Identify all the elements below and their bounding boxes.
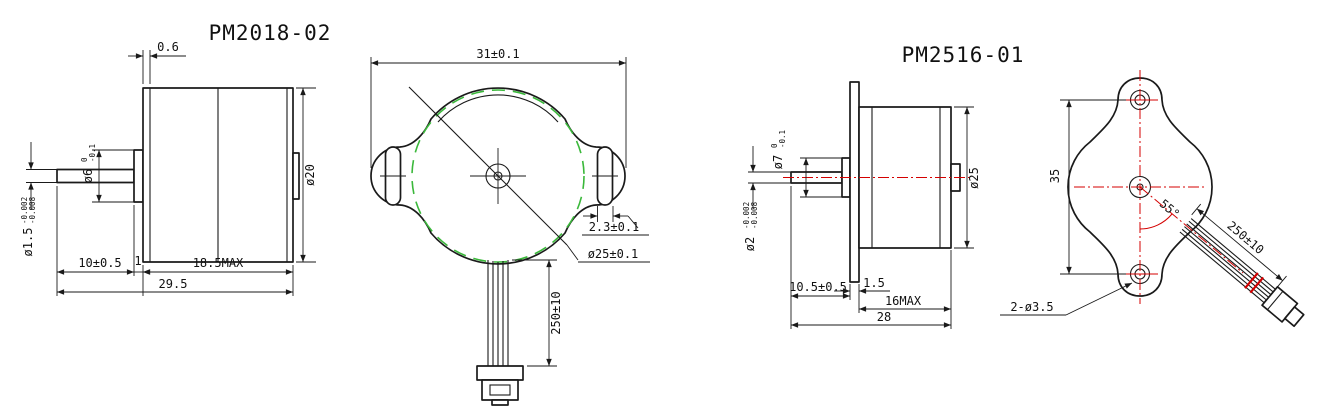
- tolerance-lower: -0.008: [28, 196, 37, 224]
- dim-label-shaft-len: 10±0.5: [78, 256, 121, 270]
- rear-hub: [292, 152, 300, 200]
- tolerance-lower: -0.1: [778, 130, 787, 148]
- tolerance-upper: 0: [80, 157, 89, 162]
- extension-line: [1277, 275, 1287, 288]
- dim-front-plate: 0.6: [128, 40, 186, 84]
- connector-detail: [1267, 290, 1284, 311]
- can-seam-arc: [437, 94, 559, 123]
- mounting-flange: [849, 81, 860, 283]
- tolerance-upper: -0.002: [20, 197, 29, 224]
- dim-label-total-len: 29.5: [159, 277, 188, 291]
- shaft-boss: [133, 149, 144, 203]
- dim-length-chain: 10±0.5 1 18.5MAX 29.5: [56, 186, 294, 296]
- connector-housing: [481, 379, 519, 401]
- dim-label-boss-len: 1: [134, 254, 141, 268]
- dim-label-shaft-dia-group: ø7 0 -0.1: [770, 130, 787, 169]
- dim-length-chain: 10.5±0.5 1.5 16MAX 28: [789, 186, 952, 329]
- dim-label-body-dia: ø20: [303, 164, 317, 186]
- dim-label-shaft-dia: ø7: [771, 155, 785, 169]
- dim-shaft-diameter: ø7 0 -0.1: [770, 130, 842, 198]
- dim-label-flange: 1.5: [863, 276, 885, 290]
- lead-wires: [476, 260, 524, 406]
- extension-line: [1191, 203, 1202, 216]
- dim-label-holes: 2-ø3.5: [1010, 300, 1053, 314]
- connector-stub: [491, 399, 509, 406]
- dim-hole-spacing: 35: [1048, 99, 1126, 275]
- drawing-title-pm2018: PM2018-02: [209, 21, 332, 45]
- tolerance-lower: -0.1: [88, 144, 97, 162]
- leader-line: [627, 215, 639, 229]
- dim-label-shaft-dia-group: ø6 0 -0.1: [80, 144, 97, 183]
- dim-label-slot: 2.3±0.1: [589, 220, 640, 234]
- dim-label-shaft-dia: ø6: [81, 169, 95, 183]
- wire-axis-red: [1139, 186, 1244, 274]
- dim-body-circle: ø25±0.1: [566, 244, 650, 263]
- dim-label-width: 31±0.1: [476, 47, 519, 61]
- dim-label-wire-len: 250±10: [549, 291, 563, 334]
- dim-label-body-circle: ø25±0.1: [588, 247, 639, 261]
- dim-body-diameter: ø25: [954, 106, 981, 249]
- pm2516-side-view: ø7 0 -0.1 ø2 -0.002 -0.008 ø25: [742, 81, 981, 329]
- dimension-line: [1196, 208, 1283, 282]
- angle-arc-red: [1139, 213, 1173, 230]
- dim-label-total-len: 28: [877, 310, 891, 324]
- diameter-leader-line: [408, 86, 568, 246]
- dim-wire-length: 250±10: [512, 259, 563, 367]
- dim-label-body-len: 18.5MAX: [193, 256, 244, 270]
- dim-label-tip-dia-group: ø2 -0.002 -0.008: [742, 201, 759, 251]
- dim-flange-width: 31±0.1: [370, 47, 627, 168]
- dim-mounting-holes: 2-ø3.5: [1000, 282, 1133, 316]
- dim-label-body-len: 16MAX: [885, 294, 922, 308]
- tolerance-upper: 0: [770, 143, 779, 148]
- pm2018-side-view: 0.6 ø20 ø6 0 -0.1 ø1.5 -0.002: [20, 40, 317, 296]
- drawing-title-pm2516: PM2516-01: [902, 43, 1025, 67]
- dim-shaft-diameter: ø6 0 -0.1: [80, 144, 134, 203]
- dim-label-tip-dia: ø1.5: [21, 228, 35, 257]
- leader-line: [1065, 282, 1133, 316]
- dim-label-body-dia: ø25: [967, 167, 981, 189]
- leader-line: [566, 244, 579, 261]
- connector-top: [476, 365, 524, 381]
- dim-label-shaft-len: 10.5±0.5: [789, 280, 847, 294]
- dim-label-tip-dia-group: ø1.5 -0.002 -0.008: [20, 196, 37, 256]
- connector-tip: [1284, 306, 1305, 328]
- dim-tip-diameter: ø1.5 -0.002 -0.008: [20, 142, 57, 256]
- pm2516-front-view: 55° 35 2-ø3.5: [1000, 70, 1305, 328]
- pm2018-front-view: 31±0.1 2.3±0.1 ø25±0.1: [370, 47, 650, 406]
- dim-label-tip-dia: ø2: [743, 237, 757, 251]
- shaft: [56, 168, 135, 184]
- tolerance-lower: -0.008: [750, 201, 759, 229]
- dim-label-plate: 0.6: [157, 40, 179, 54]
- connector-detail: [489, 384, 511, 396]
- dim-body-diameter: ø20: [296, 87, 317, 263]
- dim-label-hole-spacing: 35: [1048, 169, 1062, 183]
- dim-slot-width: 2.3±0.1: [582, 206, 649, 236]
- dim-tip-diameter: ø2 -0.002 -0.008: [742, 146, 791, 251]
- tolerance-upper: -0.002: [742, 202, 751, 229]
